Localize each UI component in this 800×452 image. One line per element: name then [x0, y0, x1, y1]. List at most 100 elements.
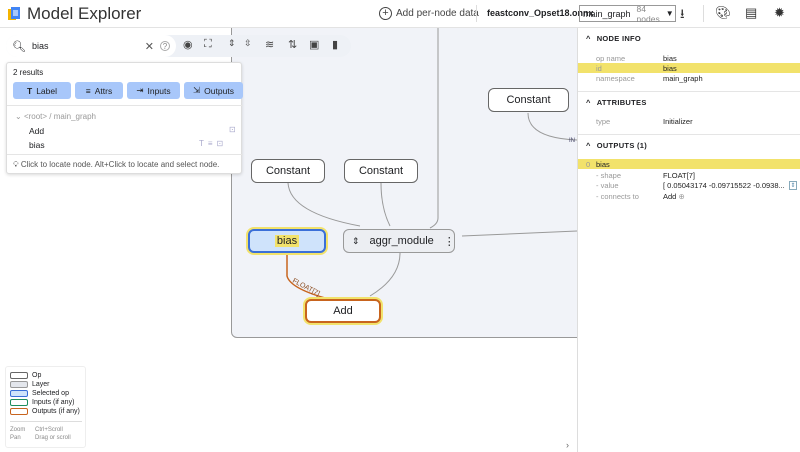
chip-inputs[interactable]: ⇥Inputs	[127, 82, 180, 99]
legend-outputs: Outputs (if any)	[10, 408, 80, 415]
divider	[578, 134, 800, 135]
image-icon[interactable]: ▣	[309, 39, 320, 51]
expand-all-icon[interactable]: ⇕	[228, 38, 236, 48]
section-title: ATTRIBUTES	[596, 98, 647, 107]
output-index: 0	[586, 159, 591, 169]
bug-icon[interactable]: ✹	[774, 5, 785, 20]
help-icon[interactable]: ?	[160, 41, 170, 51]
node-constant[interactable]: Constant	[344, 159, 418, 183]
legend: Op Layer Selected op Inputs (if any) Out…	[5, 366, 86, 448]
swatch	[10, 381, 28, 388]
dropdown-arrow-icon: ▼	[665, 9, 674, 18]
edge-label: FLOAT[7]	[291, 278, 321, 298]
input-match-icon: ⊡	[229, 125, 236, 134]
more-icon[interactable]: ⋮	[443, 235, 455, 248]
section-node-info[interactable]: ^NODE INFO	[586, 34, 642, 43]
section-title: OUTPUTS (1)	[596, 141, 648, 150]
divider	[7, 154, 243, 155]
swatch	[10, 390, 28, 397]
palette-icon[interactable]: 🎨︎	[715, 5, 732, 20]
hint: 💡︎ Click to locate node. Alt+Click to lo…	[13, 160, 219, 170]
info-row: - shape FLOAT[7]	[578, 170, 800, 180]
download-icon[interactable]: ⭳	[680, 6, 685, 21]
result-item[interactable]: Add	[29, 126, 45, 136]
divider	[578, 91, 800, 92]
chip-text: Attrs	[94, 85, 113, 96]
result-item[interactable]: bias	[29, 140, 45, 150]
node-label: aggr_module	[369, 235, 434, 247]
chip-text: Outputs	[204, 85, 234, 96]
output-name: bias	[596, 159, 610, 169]
chip-text: Inputs	[147, 85, 171, 96]
expand-panel-icon[interactable]: ›	[566, 440, 569, 450]
edge	[527, 112, 577, 141]
row-value: FLOAT[7]	[663, 170, 695, 180]
section-attributes[interactable]: ^ATTRIBUTES	[586, 98, 647, 107]
legend-label: Op	[32, 372, 42, 379]
connects-to-link[interactable]: Add	[663, 191, 677, 201]
search-value: bias	[31, 41, 49, 51]
app-title: Model Explorer	[27, 4, 142, 23]
pan-value: Drag or scroll	[35, 435, 71, 441]
lightbulb-icon: 💡︎	[13, 160, 19, 169]
layers-off-icon[interactable]: ≋	[265, 39, 275, 51]
divider	[10, 421, 82, 422]
node-constant[interactable]: Constant	[251, 159, 325, 183]
zoom-value: Ctrl+Scroll	[35, 427, 63, 433]
node-label: bias	[274, 235, 300, 247]
clear-icon[interactable]: ✕	[144, 40, 154, 53]
graph-select-value: main_graph	[583, 8, 631, 19]
row-value-link[interactable]: Add ⊕	[663, 192, 685, 201]
legend-selected: Selected op	[10, 390, 69, 397]
chip-text: Label	[36, 85, 57, 96]
results-count: 2 results	[13, 68, 44, 77]
divider	[476, 5, 477, 22]
model-explorer-logo-icon	[8, 7, 20, 20]
legend-inputs: Inputs (if any)	[10, 399, 74, 406]
graph-select[interactable]: main_graph 84 nodes ▼	[579, 3, 676, 24]
expand-icon[interactable]: ⇕	[352, 235, 360, 246]
legend-label: Layer	[32, 381, 50, 388]
row-value: Initializer	[663, 116, 693, 126]
legend-label: Selected op	[32, 390, 69, 397]
legend-label: Inputs (if any)	[32, 399, 75, 406]
result-group[interactable]: ⌄ <root> / main_graph	[15, 112, 96, 121]
node-constant[interactable]: Constant	[488, 88, 569, 112]
bookmark-add-icon[interactable]: ▮	[332, 39, 339, 51]
graph-edges: FLOAT[7] IN	[286, 28, 577, 299]
document-icon[interactable]: ▤	[745, 5, 758, 20]
expand-value-icon[interactable]: ⇕	[789, 180, 797, 190]
add-per-node-data-button[interactable]: +Add per-node data	[379, 7, 479, 20]
row-value: bias	[663, 53, 677, 63]
edge-label: IN	[569, 138, 575, 144]
collapse-all-icon[interactable]: ⇳	[244, 38, 252, 48]
edge	[287, 182, 361, 227]
node-bias-selected[interactable]: bias	[248, 229, 326, 253]
row-value: main_graph	[663, 73, 703, 83]
divider	[703, 5, 704, 22]
edge	[429, 28, 439, 229]
search-icon: 🔍︎	[12, 40, 26, 53]
eye-icon[interactable]: ◉	[183, 39, 193, 51]
sort-icon[interactable]: ⇅	[288, 39, 298, 51]
row-key: type	[596, 116, 611, 126]
layer-box	[231, 28, 577, 338]
fit-screen-icon[interactable]: ⛶	[204, 38, 212, 50]
locate-icon[interactable]: ⊕	[678, 191, 685, 201]
search-input[interactable]: 🔍︎ bias ✕?	[6, 35, 176, 57]
row-key: op name	[596, 53, 626, 63]
row-key: - shape	[596, 170, 622, 180]
row-key: - connects to	[596, 191, 639, 201]
chip-outputs[interactable]: ⇲Outputs	[184, 82, 243, 99]
zoom-key: Zoom	[10, 427, 26, 433]
app-header: Model Explorer +Add per-node data feastc…	[0, 0, 800, 28]
layer-aggr-module[interactable]: ⇕ aggr_module ⋮	[343, 229, 455, 253]
section-outputs[interactable]: ^OUTPUTS (1)	[586, 141, 648, 150]
chip-attrs[interactable]: ≡Attrs	[75, 82, 123, 99]
node-count: 84 nodes	[636, 3, 660, 24]
node-add[interactable]: Add	[305, 299, 381, 323]
